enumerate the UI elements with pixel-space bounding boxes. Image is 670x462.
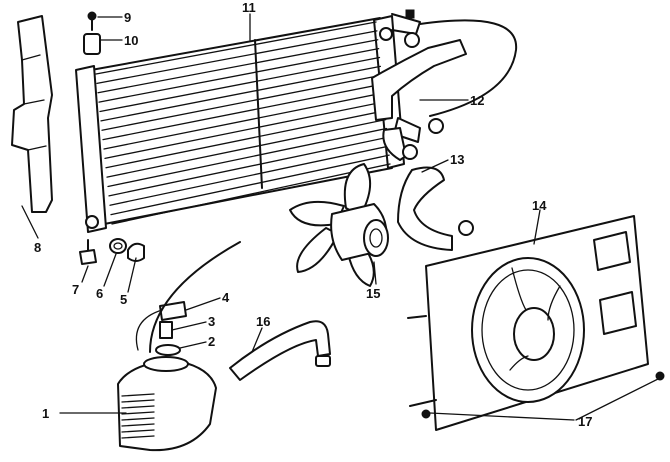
blanking-plug [127, 242, 145, 262]
level-sensor [159, 321, 173, 339]
drain-plug [79, 239, 97, 265]
filler-cap-seal [155, 344, 181, 356]
callout-5: 5 [120, 292, 127, 307]
callout-15: 15 [366, 286, 380, 301]
callout-7: 7 [72, 282, 79, 297]
hose-clip-upper-b [428, 118, 444, 134]
callout-6: 6 [96, 286, 103, 301]
radiator-mount-bolt [87, 11, 97, 31]
expansion-tank-hose [229, 320, 331, 381]
cowling-bolts [421, 371, 665, 419]
fan-and-motor [289, 163, 389, 287]
callout-3: 3 [208, 314, 215, 329]
callout-8: 8 [34, 240, 41, 255]
callout-13: 13 [450, 152, 464, 167]
callout-labels: 1 2 3 4 5 6 7 8 9 10 11 12 13 14 15 16 1… [34, 0, 592, 429]
hose-clip-upper-a [404, 9, 420, 48]
callout-2: 2 [208, 334, 215, 349]
callout-17: 17 [578, 414, 592, 429]
callout-1: 1 [42, 406, 49, 421]
radiator-rubber-mount [83, 33, 101, 55]
expansion-tank [117, 356, 217, 452]
sealing-ring [109, 238, 127, 254]
overflow-pipe [149, 241, 241, 353]
air-deflector-panel [11, 15, 53, 213]
fan-cowling [407, 215, 649, 431]
level-sensor-connector [135, 301, 187, 351]
callout-16: 16 [256, 314, 270, 329]
callout-9: 9 [124, 10, 131, 25]
callout-4: 4 [222, 290, 230, 305]
callout-14: 14 [532, 198, 547, 213]
callout-10: 10 [124, 33, 138, 48]
callout-11: 11 [242, 0, 256, 15]
leader-lines [21, 13, 661, 421]
callout-12: 12 [470, 93, 484, 108]
lower-coolant-hose [382, 127, 474, 251]
